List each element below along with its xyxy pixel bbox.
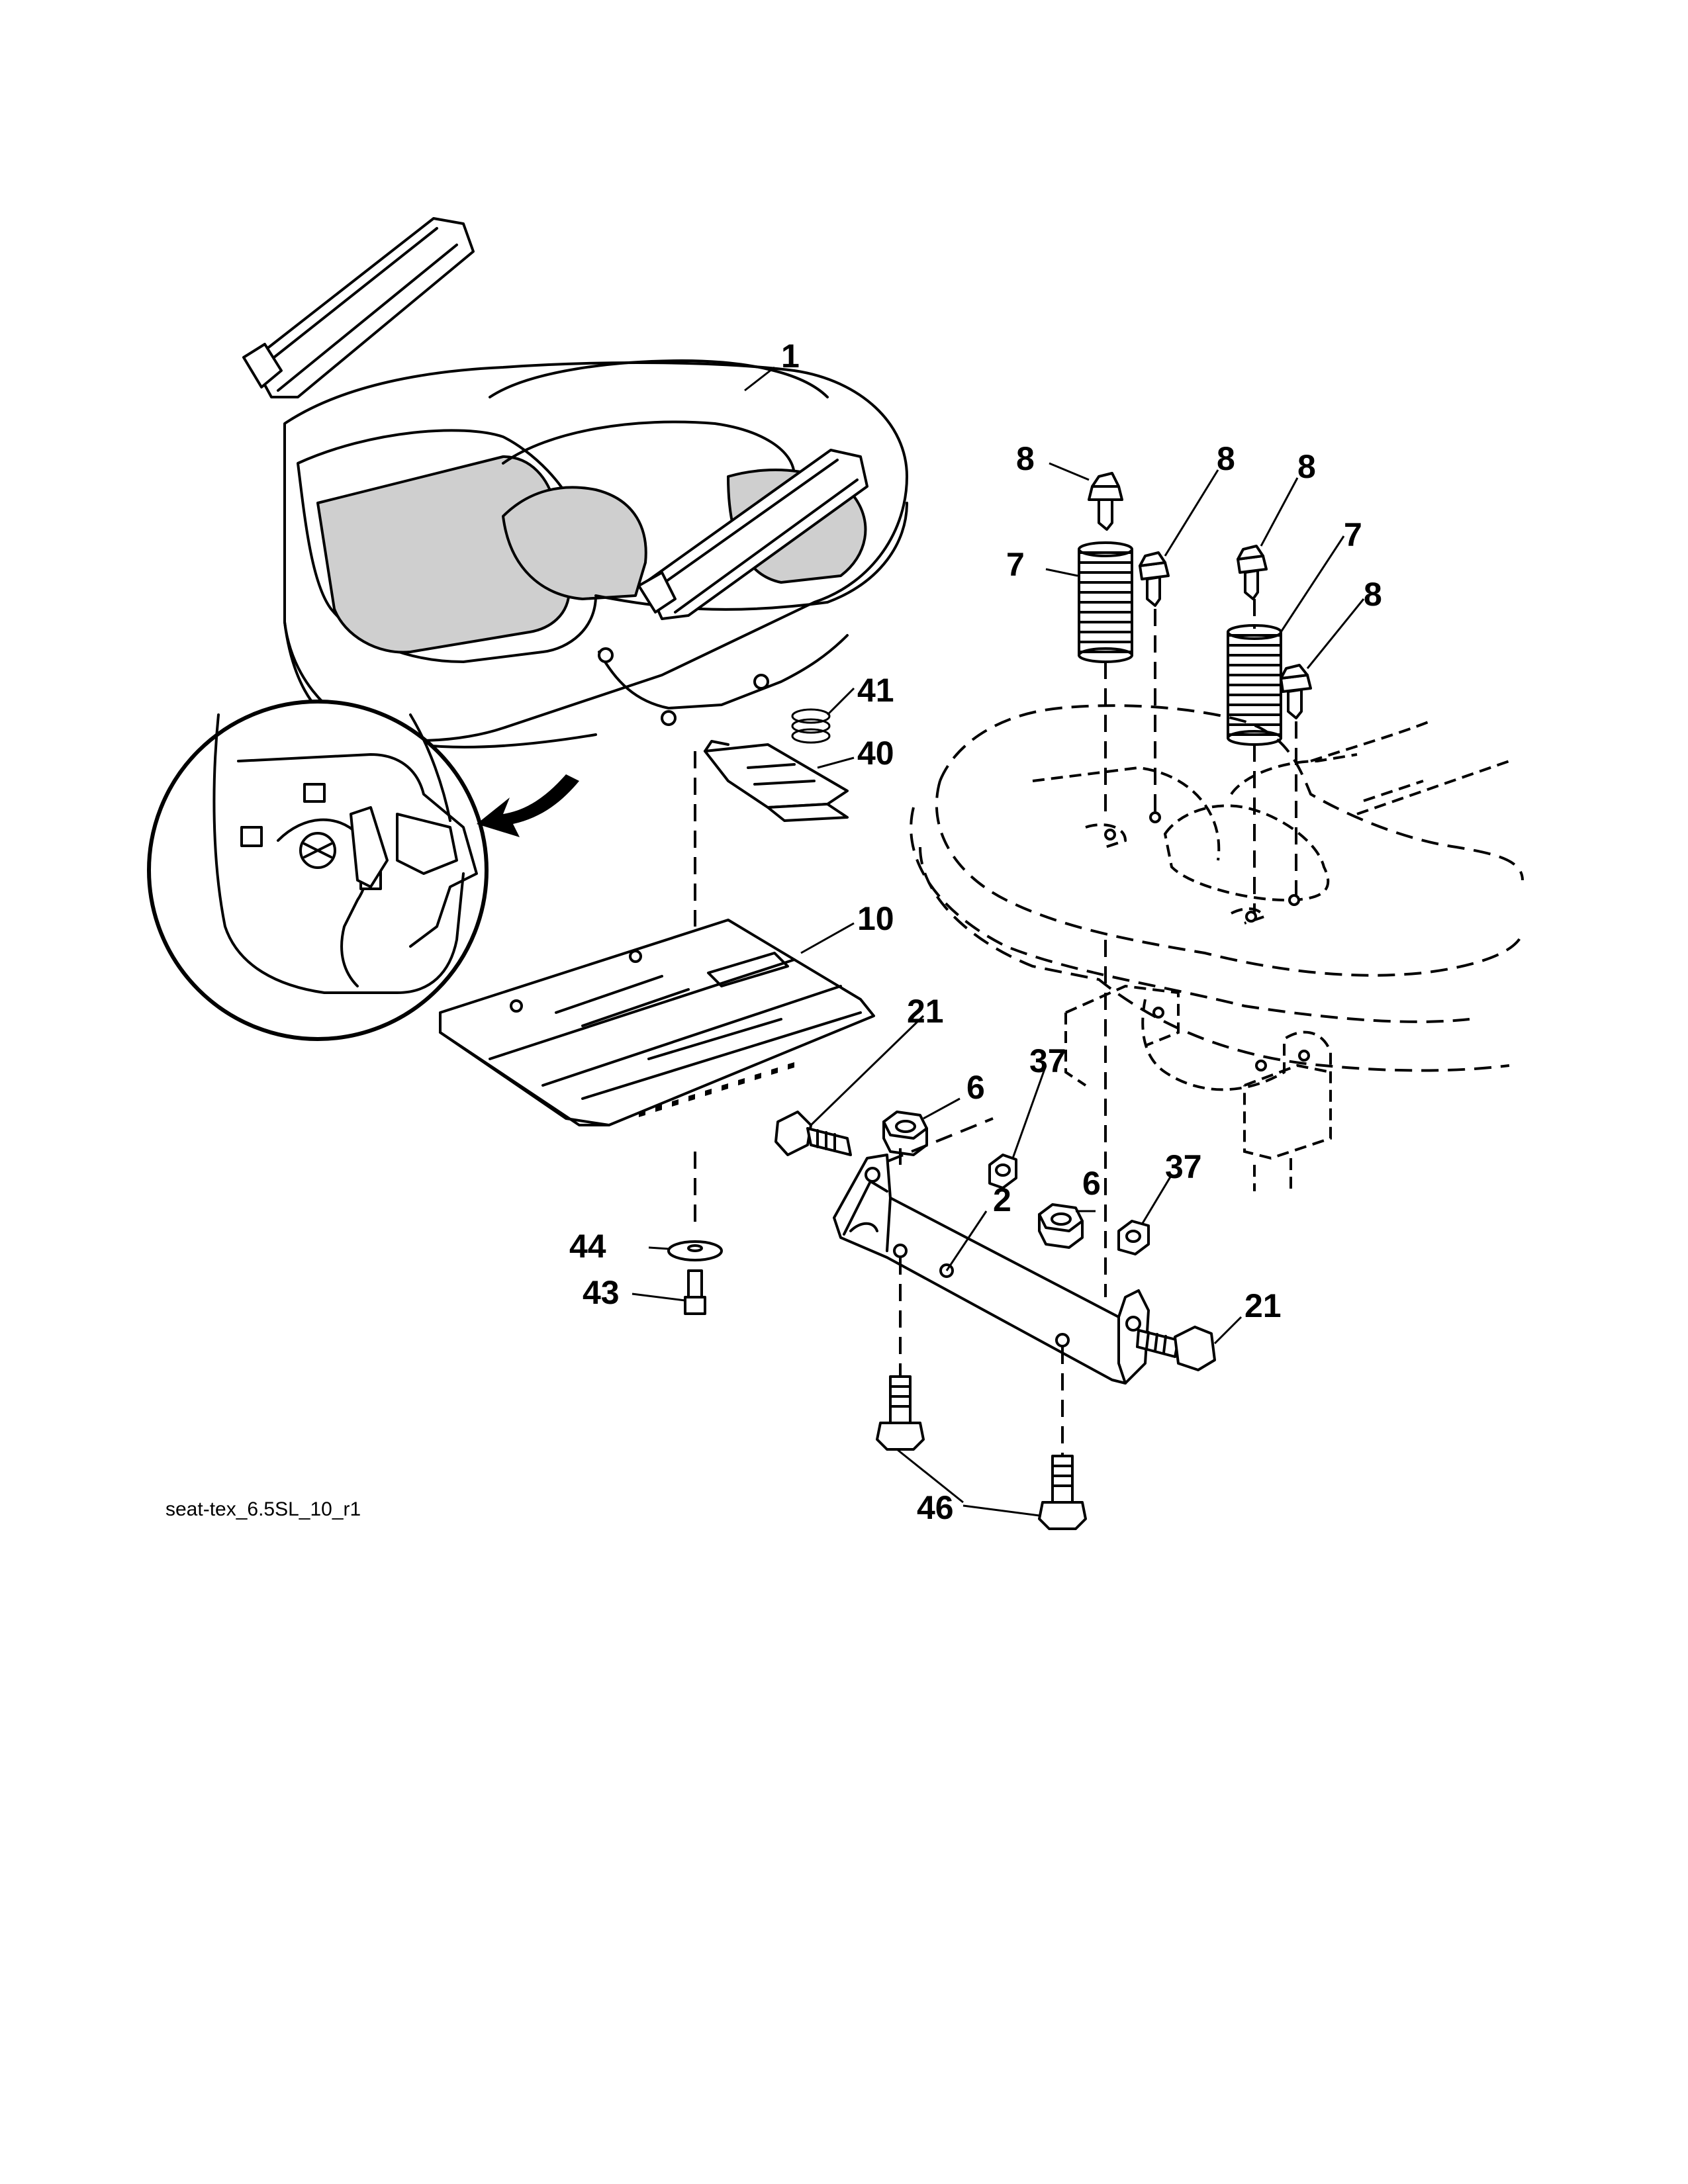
callout-41: 41 (857, 672, 894, 709)
bolt-21-a (774, 1111, 852, 1156)
bolt-46-a (876, 1375, 925, 1451)
callout-7a: 7 (1006, 546, 1025, 583)
detail-inset (147, 700, 489, 1041)
seat-plate-10 (439, 919, 875, 1126)
callout-44: 44 (569, 1228, 606, 1265)
spring-7-a (1078, 541, 1133, 663)
seat (242, 217, 908, 749)
callout-37b: 37 (1165, 1148, 1202, 1185)
callout-21a: 21 (907, 993, 944, 1030)
nut-6-b (1038, 1203, 1084, 1249)
callout-8b: 8 (1217, 440, 1235, 477)
callout-21b: 21 (1244, 1287, 1282, 1324)
callout-6b: 6 (1082, 1165, 1101, 1202)
bracket-40 (704, 740, 849, 822)
leader-lines (632, 366, 1365, 1517)
callout-8c: 8 (1297, 448, 1316, 485)
callout-46: 46 (917, 1489, 954, 1526)
bolt-43 (684, 1269, 706, 1315)
callout-8a: 8 (1016, 440, 1035, 477)
callout-37a: 37 (1029, 1042, 1066, 1079)
callout-8d: 8 (1364, 576, 1382, 613)
bolt-46-b (1038, 1455, 1087, 1530)
spring-41 (791, 708, 831, 744)
spring-7-b (1227, 624, 1282, 746)
nut-6-a (882, 1111, 928, 1156)
callout-10: 10 (857, 900, 894, 937)
bolt-8-d (1280, 664, 1312, 719)
bolt-21-b (1136, 1326, 1216, 1371)
diagram-caption: seat-tex_6.5SL_10_r1 (165, 1498, 361, 1520)
bolt-8-c (1237, 545, 1268, 600)
callout-2: 2 (993, 1181, 1011, 1218)
frame-outline (910, 704, 1524, 1191)
bolt-8-a (1088, 472, 1123, 531)
washer-44 (667, 1240, 723, 1261)
plate-slots (639, 1062, 794, 1117)
detail-arrow (477, 774, 579, 837)
bolt-8-b (1139, 551, 1170, 607)
callout-7b: 7 (1344, 516, 1362, 553)
callout-43: 43 (583, 1274, 620, 1311)
nut-37-a (988, 1154, 1017, 1189)
callout-40: 40 (857, 735, 894, 772)
nut-37-b (1117, 1220, 1150, 1255)
callout-6a: 6 (966, 1069, 985, 1106)
callout-1: 1 (781, 338, 800, 375)
bracket-2 (833, 1154, 1150, 1385)
